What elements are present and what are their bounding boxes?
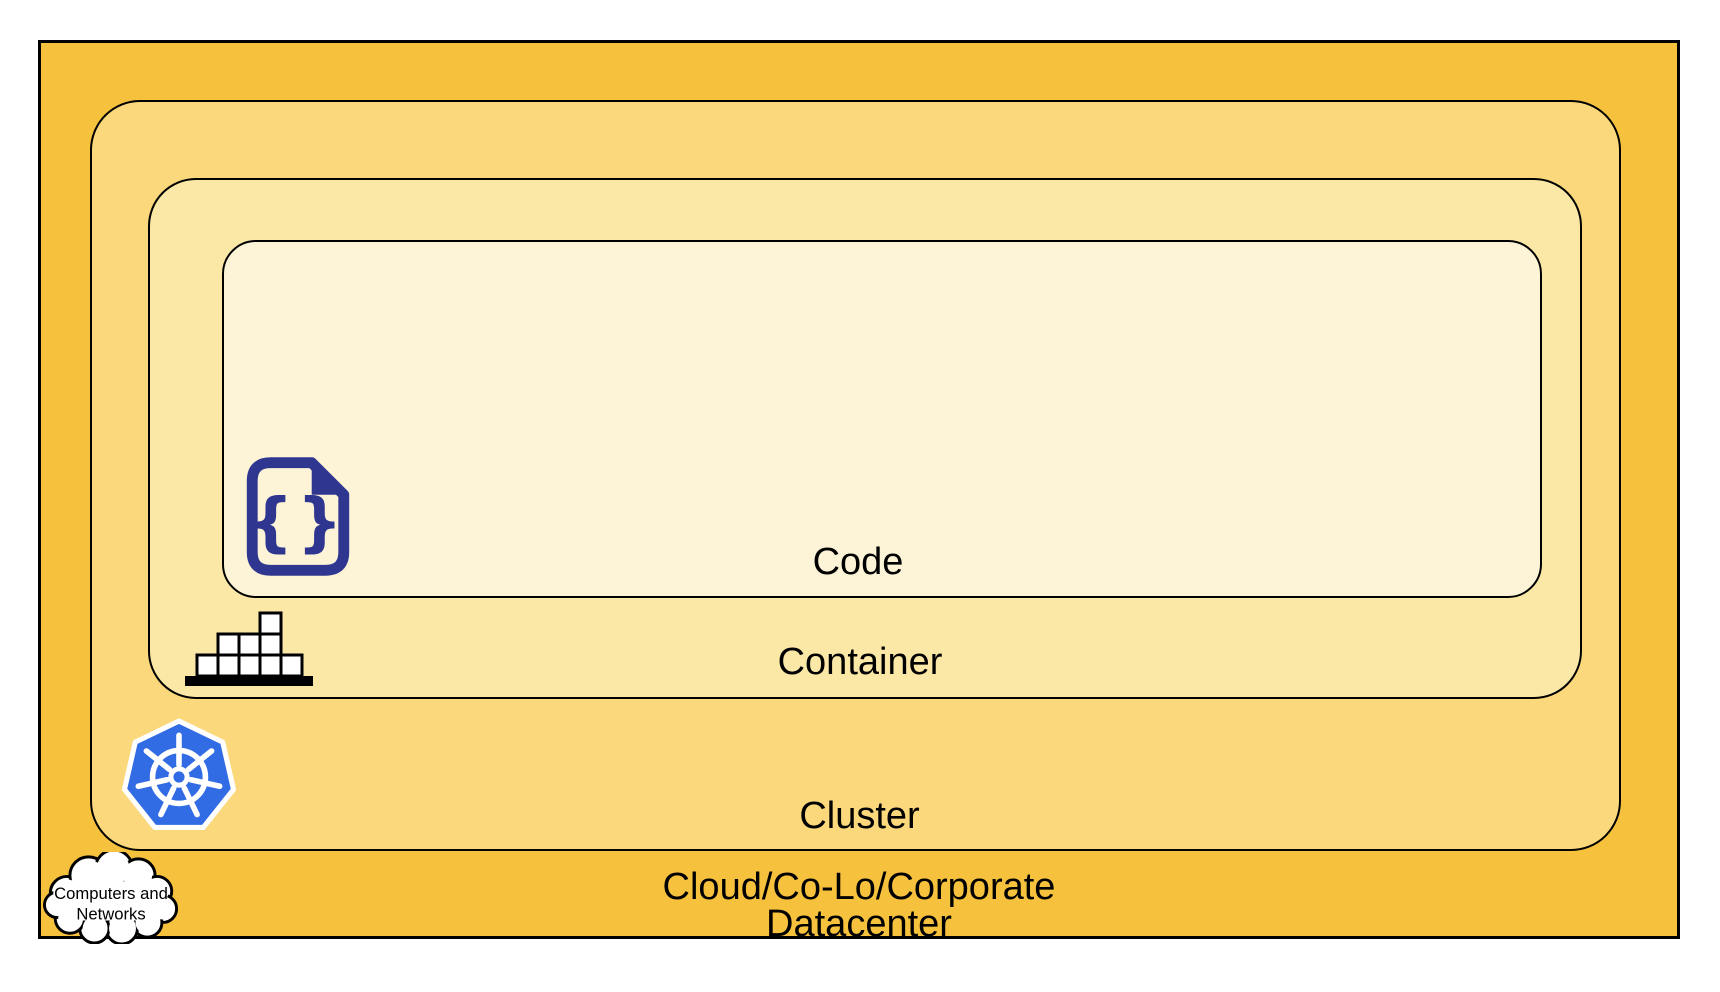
helm-spoke <box>143 748 173 773</box>
helm-wheel <box>135 732 223 818</box>
layer-datacenter: {} Code <box>38 40 1680 944</box>
code-file-fold <box>311 462 344 495</box>
code-file-outline <box>246 457 350 576</box>
cloud-icon: Computers and Networks <box>43 852 179 944</box>
container-block <box>258 611 283 636</box>
code-label: Code <box>812 541 904 583</box>
datacenter-label: Cloud/Co-Lo/Corporate Datacenter <box>41 866 1677 945</box>
datacenter-label-line1: Cloud/Co-Lo/Corporate <box>662 866 1056 908</box>
cloud-body <box>47 852 174 942</box>
layer-cluster: {} Code <box>90 100 1621 851</box>
helm-hub <box>168 766 190 788</box>
kubernetes-helm-icon <box>121 718 237 830</box>
helm-spoke <box>181 785 200 818</box>
code-braces-glyph: {} <box>248 486 346 560</box>
helm-spoke <box>185 748 215 773</box>
container-label: Container <box>777 641 943 683</box>
cloud-callout-line1: Computers and <box>54 884 168 903</box>
container-blocks-icon <box>185 611 313 686</box>
kubernetes-heptagon <box>121 718 237 830</box>
helm-spoke <box>188 776 223 790</box>
code-file-icon: {} <box>246 457 350 576</box>
datacenter-label-line2: Datacenter <box>766 903 952 945</box>
layer-container: {} Code <box>148 178 1582 699</box>
container-platform <box>185 676 313 686</box>
layer-code: {} Code <box>222 240 1542 598</box>
cluster-label: Cluster <box>799 795 920 837</box>
cloud-callout-line2: Networks <box>76 905 145 924</box>
helm-spoke <box>135 776 170 790</box>
helm-spoke <box>158 785 177 818</box>
